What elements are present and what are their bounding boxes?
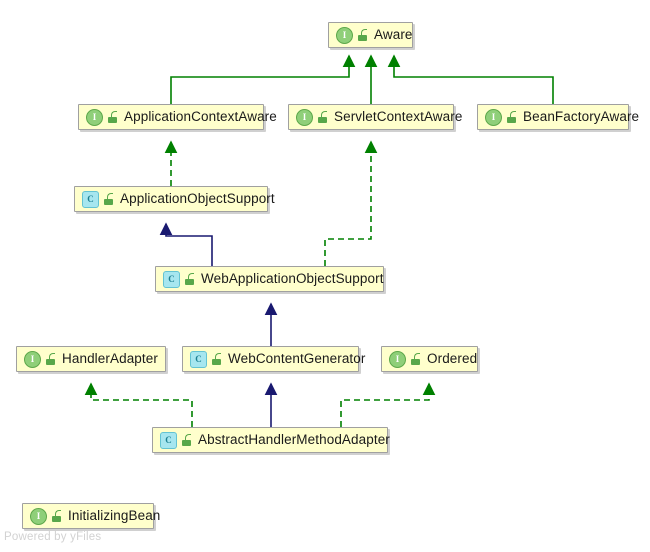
uml-node-label: WebApplicationObjectSupport — [201, 271, 384, 287]
padlock-icon — [211, 353, 222, 365]
interface-icon: I — [24, 350, 41, 368]
uml-node-handleradapter[interactable]: I HandlerAdapter — [16, 346, 166, 372]
uml-node-ordered[interactable]: I Ordered — [381, 346, 478, 372]
interface-icon: I — [336, 26, 353, 44]
uml-node-label: ApplicationObjectSupport — [120, 191, 275, 207]
interface-icon: I — [30, 507, 47, 525]
class-icon: C — [82, 190, 99, 208]
class-icon: C — [163, 270, 180, 288]
padlock-icon — [51, 510, 62, 522]
uml-node-label: ApplicationContextAware — [124, 109, 277, 125]
edge-webappobjsupport-to-servletctxaware — [324, 140, 378, 266]
uml-node-label: BeanFactoryAware — [523, 109, 640, 125]
padlock-icon — [107, 111, 118, 123]
edge-beanfactoryaware-to-aware — [387, 54, 554, 104]
padlock-icon — [357, 29, 368, 41]
uml-node-servletctxaware[interactable]: I ServletContextAware — [288, 104, 462, 130]
uml-node-appctxaware[interactable]: I ApplicationContextAware — [78, 104, 277, 130]
padlock-icon — [410, 353, 421, 365]
interface-icon: I — [485, 108, 502, 126]
uml-node-initializingbean[interactable]: I InitializingBean — [22, 503, 160, 529]
interface-icon: I — [86, 108, 103, 126]
class-icon: C — [160, 431, 177, 449]
interface-icon: I — [389, 350, 406, 368]
interface-icon: I — [296, 108, 313, 126]
padlock-icon — [103, 193, 114, 205]
uml-node-abstracthandler[interactable]: C AbstractHandlerMethodAdapter — [152, 427, 390, 453]
padlock-icon — [45, 353, 56, 365]
padlock-icon — [506, 111, 517, 123]
uml-node-beanfactoryaware[interactable]: I BeanFactoryAware — [477, 104, 639, 130]
uml-node-webappobjsupport[interactable]: C WebApplicationObjectSupport — [155, 266, 384, 292]
uml-node-appobjsupport[interactable]: C ApplicationObjectSupport — [74, 186, 275, 212]
uml-node-webcontentgen[interactable]: C WebContentGenerator — [182, 346, 365, 372]
uml-node-label: Ordered — [427, 351, 478, 367]
uml-node-label: HandlerAdapter — [62, 351, 158, 367]
edge-abstracthandler-to-handleradapter — [84, 382, 193, 427]
padlock-icon — [317, 111, 328, 123]
uml-node-label: AbstractHandlerMethodAdapter — [198, 432, 390, 448]
edge-abstracthandler-to-ordered — [340, 382, 436, 427]
padlock-icon — [181, 434, 192, 446]
uml-node-label: WebContentGenerator — [228, 351, 366, 367]
uml-node-aware[interactable]: I Aware — [328, 22, 413, 48]
yfiles-watermark: Powered by yFiles — [4, 531, 102, 543]
uml-node-label: ServletContextAware — [334, 109, 463, 125]
edge-webappobjsupport-to-appobjsupport — [159, 222, 213, 266]
padlock-icon — [184, 273, 195, 285]
uml-node-label: InitializingBean — [68, 508, 161, 524]
uml-node-label: Aware — [374, 27, 413, 43]
edge-appctxaware-to-aware — [170, 54, 356, 104]
class-icon: C — [190, 350, 207, 368]
